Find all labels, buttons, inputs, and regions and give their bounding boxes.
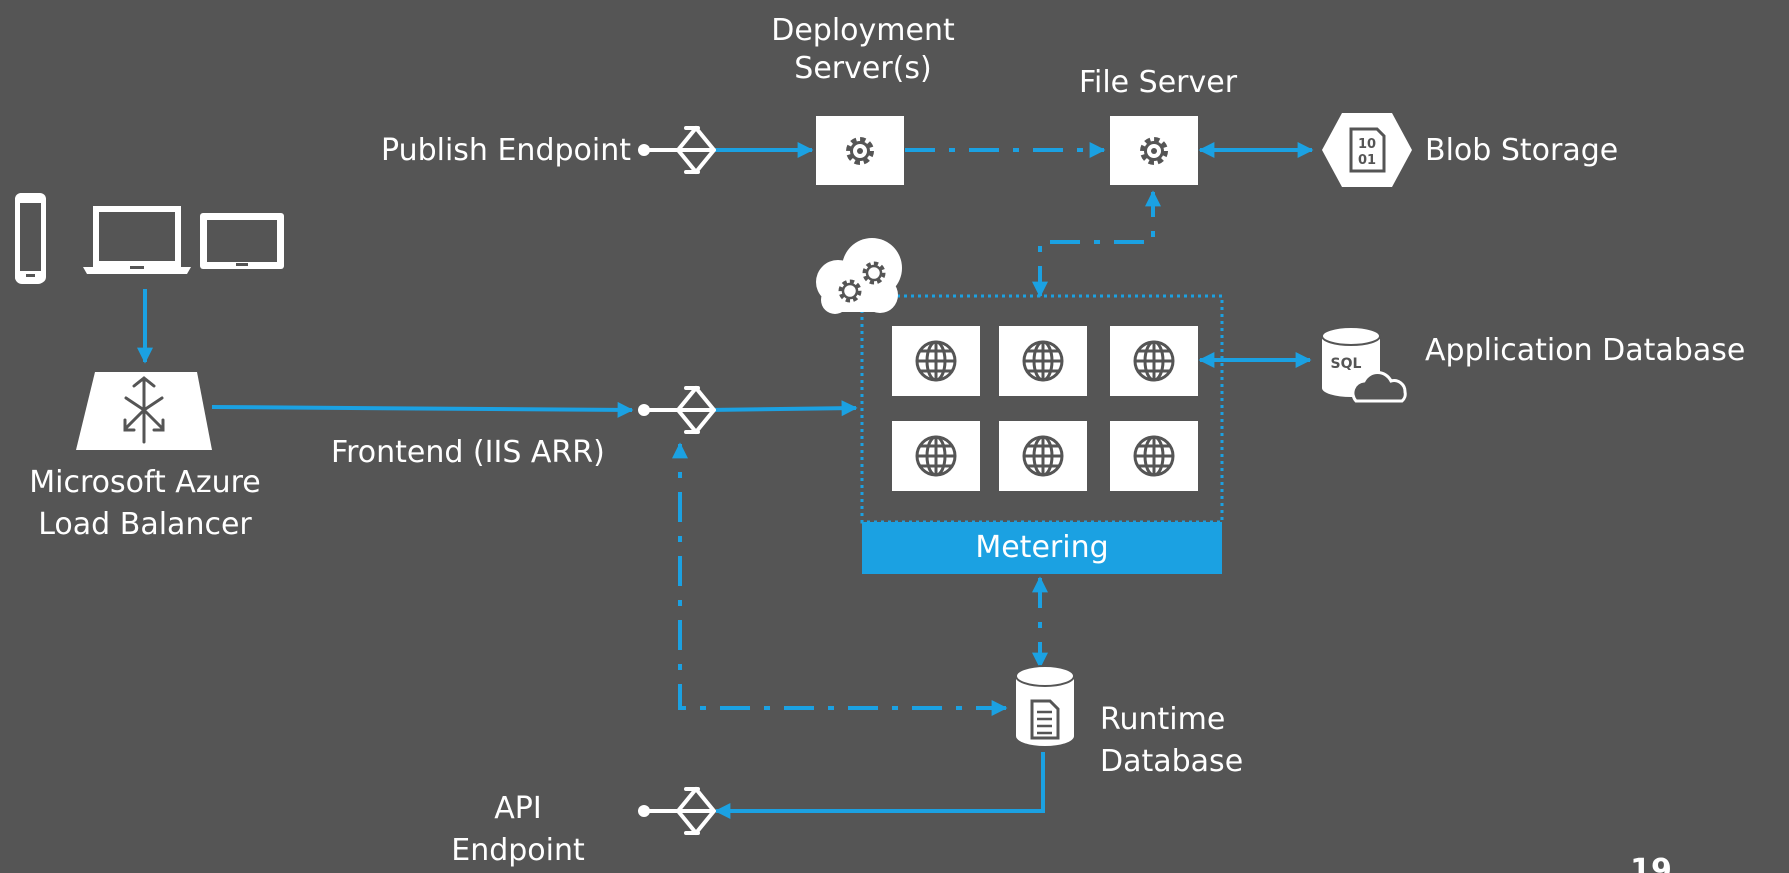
blob-icon-text1: 10 [1358, 137, 1376, 152]
page-number: 19 [1630, 853, 1672, 873]
runtime-database-label-line1: Runtime [1100, 702, 1225, 737]
blob-icon-text2: 01 [1358, 153, 1376, 168]
api-endpoint-label-line2: Endpoint [451, 833, 585, 868]
cloud-gears-icon [816, 238, 902, 314]
frontend-to-webfarm-line [706, 400, 858, 417]
web-server-node-4[interactable] [892, 421, 980, 491]
phone-icon [15, 193, 46, 284]
application-database-label: Application Database [1425, 333, 1745, 368]
api-endpoint-label-line1: API [494, 791, 541, 826]
file-server-node[interactable] [1110, 116, 1198, 185]
load-balancer-label-line1: Microsoft Azure [29, 465, 260, 500]
globe-icon [1133, 435, 1175, 477]
deployment-label-line1: Deployment [771, 13, 955, 48]
fileserver-webfarm-line [1032, 190, 1161, 298]
globe-icon [915, 435, 957, 477]
blob-storage-label: Blob Storage [1425, 133, 1618, 168]
sql-icon-text: SQL [1331, 356, 1362, 372]
metering-label: Metering [975, 530, 1108, 565]
globe-icon [915, 340, 957, 382]
load-balancer-icon [76, 372, 212, 450]
load-balancer-label-line2: Load Balancer [38, 507, 252, 542]
globe-icon [1022, 435, 1064, 477]
web-server-node-2[interactable] [999, 326, 1087, 396]
runtime-database-label-line2: Database [1100, 744, 1243, 779]
web-farm: Metering [816, 238, 1224, 574]
web-server-node-5[interactable] [999, 421, 1087, 491]
connections [137, 142, 1314, 819]
frontend-endpoint-icon[interactable] [636, 386, 716, 434]
lb-to-frontend-line [211, 401, 634, 418]
publish-endpoint-label: Publish Endpoint [381, 133, 631, 168]
database-icon[interactable] [1015, 665, 1075, 746]
devices-group [15, 193, 284, 284]
runtime-api-line [714, 752, 1045, 819]
publish-endpoint-icon[interactable] [636, 126, 716, 174]
runtime-frontend-line [672, 442, 1008, 716]
deployment-server-node[interactable] [816, 116, 904, 185]
tablet-icon [200, 213, 284, 269]
sql-database-icon[interactable]: SQL [1321, 326, 1407, 403]
deployment-label-line2: Server(s) [794, 51, 931, 86]
web-server-node-1[interactable] [892, 326, 980, 396]
frontend-label: Frontend (IIS ARR) [331, 435, 605, 470]
file-server-label: File Server [1079, 65, 1238, 100]
web-server-node-3[interactable] [1110, 326, 1198, 396]
web-server-node-6[interactable] [1110, 421, 1198, 491]
globe-icon [1022, 340, 1064, 382]
api-endpoint-icon[interactable] [636, 787, 716, 835]
laptop-icon [83, 206, 191, 274]
blob-storage-icon[interactable]: 10 01 [1322, 113, 1412, 187]
metering-bar[interactable] [862, 522, 1222, 574]
globe-icon [1133, 340, 1175, 382]
